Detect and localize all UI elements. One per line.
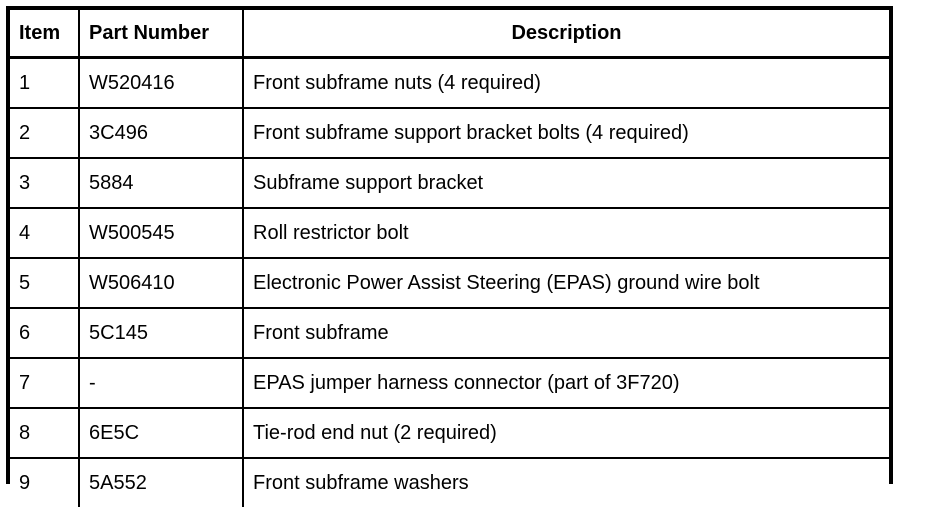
- parts-table: Item Part Number Description 1 W520416 F…: [10, 10, 889, 507]
- cell-part-number: W520416: [79, 58, 243, 109]
- column-header-description: Description: [243, 10, 889, 58]
- cell-part-number: 6E5C: [79, 408, 243, 458]
- table-body: 1 W520416 Front subframe nuts (4 require…: [10, 58, 889, 507]
- cell-item: 3: [10, 158, 79, 208]
- table-row: 7 - EPAS jumper harness connector (part …: [10, 358, 889, 408]
- cell-item: 5: [10, 258, 79, 308]
- cell-item: 2: [10, 108, 79, 158]
- cell-part-number: -: [79, 358, 243, 408]
- table-header: Item Part Number Description: [10, 10, 889, 58]
- table-row: 1 W520416 Front subframe nuts (4 require…: [10, 58, 889, 109]
- cell-description: Front subframe: [243, 308, 889, 358]
- table-row: 5 W506410 Electronic Power Assist Steeri…: [10, 258, 889, 308]
- table-row: 4 W500545 Roll restrictor bolt: [10, 208, 889, 258]
- cell-part-number: W506410: [79, 258, 243, 308]
- table-row: 3 5884 Subframe support bracket: [10, 158, 889, 208]
- cell-description: EPAS jumper harness connector (part of 3…: [243, 358, 889, 408]
- cell-item: 9: [10, 458, 79, 507]
- table-header-row: Item Part Number Description: [10, 10, 889, 58]
- page-root: Item Part Number Description 1 W520416 F…: [0, 0, 928, 492]
- table-row: 2 3C496 Front subframe support bracket b…: [10, 108, 889, 158]
- table-row: 8 6E5C Tie-rod end nut (2 required): [10, 408, 889, 458]
- cell-description: Roll restrictor bolt: [243, 208, 889, 258]
- parts-table-container: Item Part Number Description 1 W520416 F…: [6, 6, 893, 484]
- table-row: 9 5A552 Front subframe washers: [10, 458, 889, 507]
- cell-item: 6: [10, 308, 79, 358]
- cell-part-number: W500545: [79, 208, 243, 258]
- cell-part-number: 5A552: [79, 458, 243, 507]
- cell-part-number: 5884: [79, 158, 243, 208]
- cell-description: Front subframe support bracket bolts (4 …: [243, 108, 889, 158]
- cell-item: 1: [10, 58, 79, 109]
- table-row: 6 5C145 Front subframe: [10, 308, 889, 358]
- cell-item: 4: [10, 208, 79, 258]
- cell-item: 8: [10, 408, 79, 458]
- column-header-item: Item: [10, 10, 79, 58]
- cell-part-number: 5C145: [79, 308, 243, 358]
- cell-description: Front subframe nuts (4 required): [243, 58, 889, 109]
- cell-description: Front subframe washers: [243, 458, 889, 507]
- cell-description: Tie-rod end nut (2 required): [243, 408, 889, 458]
- cell-item: 7: [10, 358, 79, 408]
- cell-description: Subframe support bracket: [243, 158, 889, 208]
- column-header-part-number: Part Number: [79, 10, 243, 58]
- cell-part-number: 3C496: [79, 108, 243, 158]
- cell-description: Electronic Power Assist Steering (EPAS) …: [243, 258, 889, 308]
